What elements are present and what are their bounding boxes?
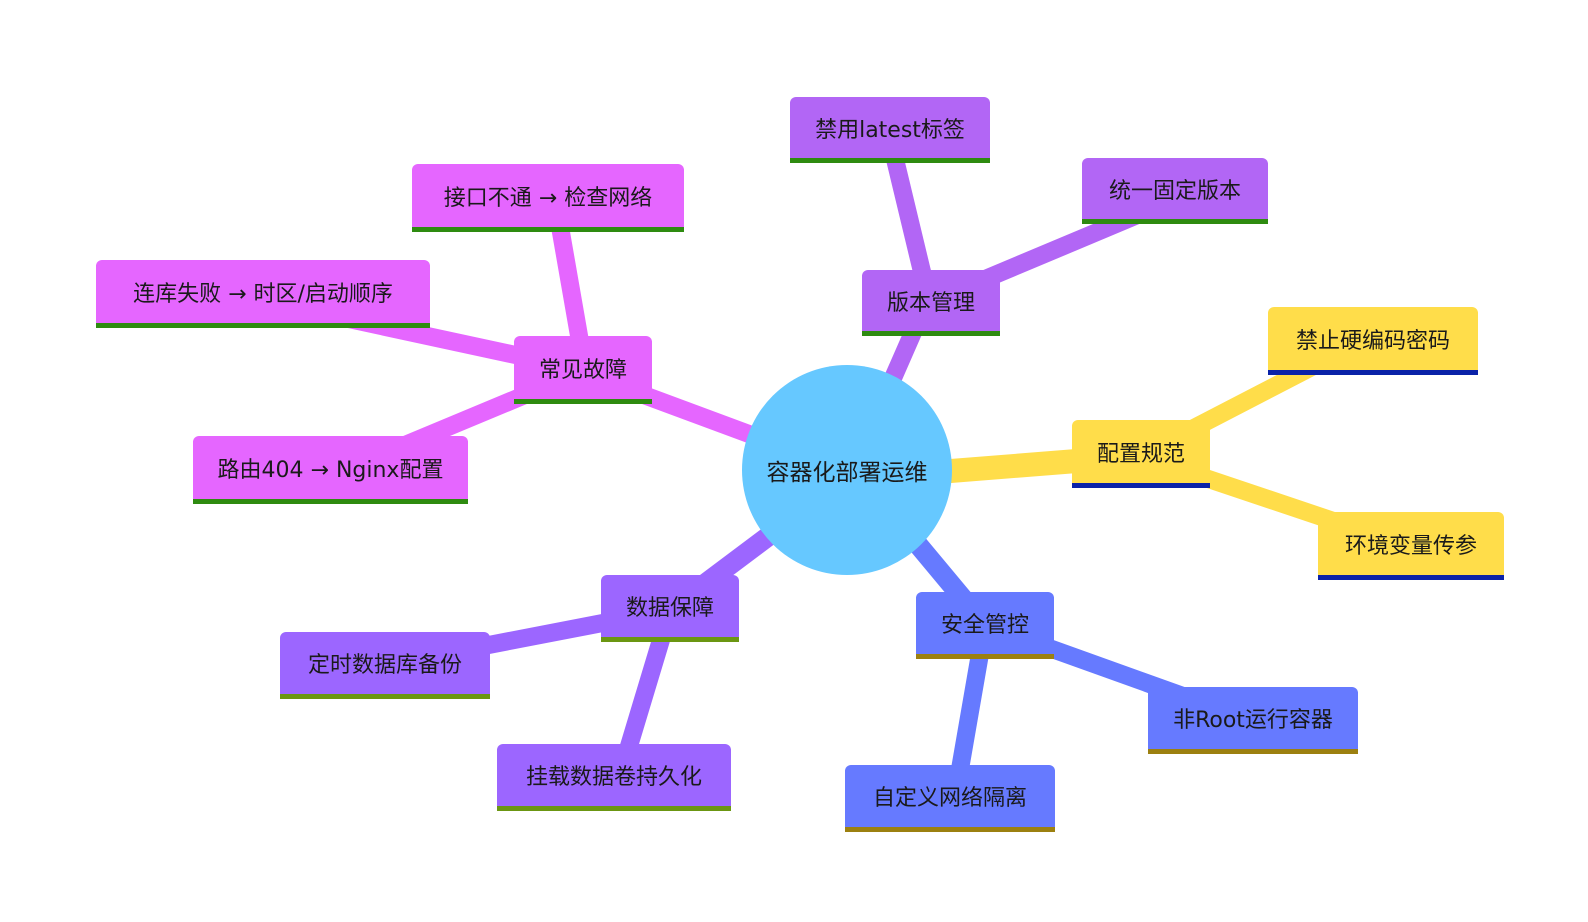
leaf-node-route-404[interactable]: 路由404 → Nginx配置 [193,436,468,504]
leaf-label-custom-network: 自定义网络隔离 [872,786,1027,811]
leaf-node-db-backup[interactable]: 定时数据库备份 [280,632,490,699]
branch-node-fault[interactable]: 常见故障 [514,336,652,404]
leaf-node-no-hardcode[interactable]: 禁止硬编码密码 [1268,307,1478,375]
leaf-label-volume-mount: 挂载数据卷持久化 [525,765,702,790]
leaf-node-volume-mount[interactable]: 挂载数据卷持久化 [497,744,731,811]
leaf-label-disable-latest: 禁用latest标签 [815,117,965,143]
branch-node-version[interactable]: 版本管理 [862,270,1000,336]
branch-label-security: 安全管控 [940,613,1029,638]
leaf-label-db-connect: 连库失败 → 时区/启动顺序 [133,281,393,307]
leaf-node-fixed-version[interactable]: 统一固定版本 [1082,158,1268,224]
branch-label-version: 版本管理 [886,290,975,316]
leaf-node-non-root[interactable]: 非Root运行容器 [1148,687,1358,754]
leaf-node-db-connect[interactable]: 连库失败 → 时区/启动顺序 [96,260,430,328]
branch-label-fault: 常见故障 [538,357,627,383]
branch-label-config: 配置规范 [1096,441,1185,467]
leaf-label-network-check: 接口不通 → 检查网络 [443,185,653,211]
leaf-label-non-root: 非Root运行容器 [1173,708,1333,733]
branch-label-data: 数据保障 [625,596,714,621]
leaf-node-disable-latest[interactable]: 禁用latest标签 [790,97,990,163]
leaf-node-custom-network[interactable]: 自定义网络隔离 [845,765,1055,832]
branch-node-data[interactable]: 数据保障 [601,575,739,642]
leaf-label-db-backup: 定时数据库备份 [307,653,462,678]
leaf-label-env-vars: 环境变量传参 [1344,533,1477,559]
leaf-label-no-hardcode: 禁止硬编码密码 [1295,328,1450,354]
root-node[interactable]: 容器化部署运维 [742,365,952,575]
root-label: 容器化部署运维 [766,460,928,486]
branch-node-config[interactable]: 配置规范 [1072,420,1210,488]
branch-node-security[interactable]: 安全管控 [916,592,1054,659]
leaf-label-fixed-version: 统一固定版本 [1108,178,1241,204]
leaf-label-route-404: 路由404 → Nginx配置 [217,457,444,483]
leaf-node-env-vars[interactable]: 环境变量传参 [1318,512,1504,580]
leaf-node-network-check[interactable]: 接口不通 → 检查网络 [412,164,684,232]
